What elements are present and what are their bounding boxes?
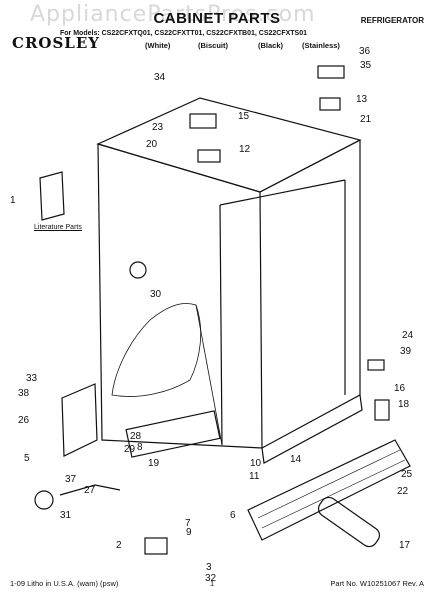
callout-labels: 1235678910111213141516171819202122232425… bbox=[10, 46, 414, 584]
callout-11: 11 bbox=[249, 471, 260, 482]
callout-5: 5 bbox=[24, 453, 30, 464]
callout-21: 21 bbox=[360, 114, 372, 125]
callout-14: 14 bbox=[290, 454, 302, 465]
callout-39: 39 bbox=[400, 346, 412, 357]
color-black: (Black) bbox=[258, 41, 284, 50]
plug bbox=[129, 261, 147, 279]
model-list: For Models: CS22CFXTQ01, CS22CFXTT01, CS… bbox=[60, 30, 308, 37]
rollers bbox=[125, 410, 221, 458]
color-biscuit: (Biscuit) bbox=[198, 41, 228, 50]
callout-20: 20 bbox=[146, 139, 158, 150]
color-stainless: (Stainless) bbox=[302, 41, 340, 50]
callout-7: 7 bbox=[185, 518, 191, 529]
callout-12: 12 bbox=[239, 144, 251, 155]
callout-2: 2 bbox=[116, 540, 122, 551]
callout-18: 18 bbox=[398, 399, 410, 410]
callout-17: 17 bbox=[399, 540, 411, 551]
watermark: AppliancePartsPros.com bbox=[30, 2, 316, 27]
top-hinge bbox=[189, 113, 217, 129]
motor bbox=[34, 490, 54, 510]
color-white: (White) bbox=[145, 41, 171, 50]
callout-33: 33 bbox=[26, 373, 38, 384]
callout-31: 31 bbox=[60, 510, 72, 521]
toe-grille bbox=[247, 439, 411, 541]
callout-15: 15 bbox=[238, 111, 250, 122]
callout-8: 8 bbox=[137, 442, 143, 453]
callout-36: 36 bbox=[359, 46, 371, 57]
callout-6: 6 bbox=[230, 510, 236, 521]
callout-3: 3 bbox=[206, 562, 212, 573]
callout-26: 26 bbox=[18, 415, 30, 426]
footer-page: 1 bbox=[210, 579, 215, 588]
callout-16: 16 bbox=[394, 383, 406, 394]
bracket-16 bbox=[374, 399, 390, 421]
cabinet-top bbox=[96, 97, 362, 193]
callout-32: 32 bbox=[205, 573, 217, 584]
category-label: REFRIGERATOR bbox=[360, 16, 424, 25]
callout-1: 1 bbox=[10, 195, 16, 206]
callout-9: 9 bbox=[186, 527, 192, 538]
callout-25: 25 bbox=[401, 469, 413, 480]
callout-34: 34 bbox=[154, 72, 166, 83]
literature-booklet bbox=[39, 171, 65, 221]
leveler bbox=[144, 537, 168, 555]
page-title: CABINET PARTS bbox=[153, 10, 281, 27]
callout-35: 35 bbox=[360, 60, 372, 71]
footer-left: 1-09 Litho in U.S.A. (wam) (psw) bbox=[10, 579, 119, 588]
callout-23: 23 bbox=[152, 122, 164, 133]
callout-13: 13 bbox=[356, 94, 368, 105]
callout-37: 37 bbox=[65, 474, 77, 485]
callout-19: 19 bbox=[148, 458, 160, 469]
callout-28: 28 bbox=[130, 431, 142, 442]
footer-right: Part No. W10251067 Rev. A bbox=[330, 579, 424, 588]
callout-10: 10 bbox=[250, 458, 262, 469]
callout-38: 38 bbox=[18, 388, 30, 399]
callout-24: 24 bbox=[402, 330, 414, 341]
cabinet-side bbox=[97, 143, 263, 449]
brand-logo: CROSLEY bbox=[12, 34, 100, 52]
callout-27: 27 bbox=[84, 485, 96, 496]
callout-30: 30 bbox=[150, 289, 162, 300]
water-filter bbox=[317, 496, 381, 548]
right-hinge bbox=[317, 65, 345, 79]
callout-22: 22 bbox=[397, 486, 409, 497]
side-vent bbox=[61, 383, 98, 457]
literature-label: Literature Parts bbox=[34, 224, 82, 231]
callout-29: 29 bbox=[124, 444, 136, 455]
hinge-plate bbox=[197, 149, 221, 163]
bracket-39 bbox=[367, 359, 385, 371]
